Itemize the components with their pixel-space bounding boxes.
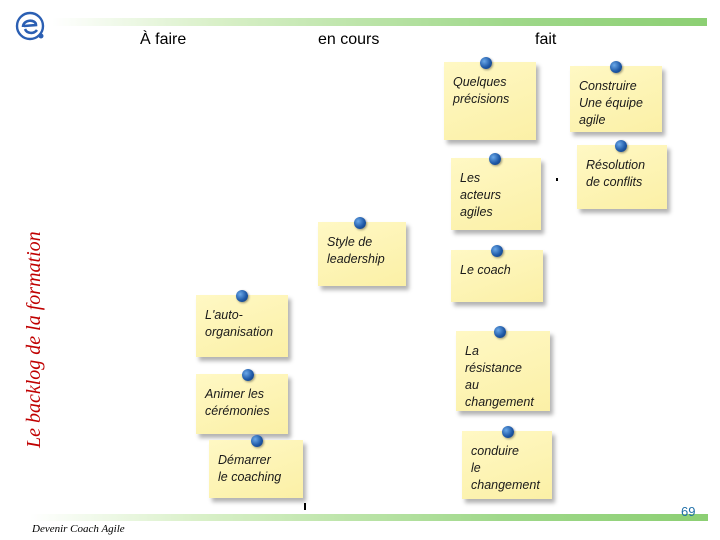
footer-text: Devenir Coach Agile: [32, 523, 125, 535]
sticky-note-resolution-conflits[interactable]: Résolution de conflits: [577, 140, 667, 209]
pushpin-icon: [251, 435, 263, 447]
column-header-todo: À faire: [140, 31, 187, 48]
note-text: Style de leadership: [327, 235, 385, 266]
pushpin-icon: [489, 153, 501, 165]
pushpin-icon: [615, 140, 627, 152]
note-text: L'auto- organisation: [205, 308, 274, 339]
top-divider-bar: [52, 18, 707, 26]
note-text: conduire le changement: [471, 444, 540, 492]
pushpin-icon: [610, 61, 622, 73]
pushpin-icon: [480, 57, 492, 69]
note-text: Le coach: [460, 263, 511, 277]
sticky-note-animer-ceremonies[interactable]: Animer les cérémonies: [196, 369, 288, 434]
pushpin-icon: [494, 326, 506, 338]
sticky-note-construire-equipe[interactable]: Construire Une équipe agile: [570, 61, 662, 132]
column-header-in-progress: en cours: [318, 31, 380, 48]
sticky-note-quelques-precisions[interactable]: Quelques précisions: [444, 57, 536, 140]
pushpin-icon: [242, 369, 254, 381]
note-text: Quelques précisions: [453, 75, 510, 106]
note-text: Construire Une équipe agile: [579, 79, 643, 127]
pushpin-icon: [236, 290, 248, 302]
pushpin-icon: [491, 245, 503, 257]
page-number: 69: [681, 504, 696, 519]
sticky-note-le-coach[interactable]: Le coach: [451, 245, 543, 302]
sticky-note-style-leadership[interactable]: Style de leadership: [318, 217, 406, 286]
sticky-note-demarrer-coaching[interactable]: Démarrer le coaching: [209, 435, 303, 498]
small-marker: [304, 503, 306, 510]
sticky-note-auto-organisation[interactable]: L'auto- organisation: [196, 290, 288, 357]
sticky-note-acteurs-agiles[interactable]: Les acteurs agiles: [451, 153, 541, 230]
note-text: Les acteurs agiles: [460, 171, 501, 219]
column-header-done: fait: [535, 31, 557, 48]
backlog-title: Le backlog de la formation: [23, 231, 45, 448]
bottom-divider-bar: [30, 514, 708, 521]
logo-icon: [15, 11, 45, 41]
sticky-note-conduire-changement[interactable]: conduire le changement: [462, 426, 552, 499]
small-marker: [556, 178, 558, 181]
note-text: La résistance au changement: [465, 344, 534, 409]
sticky-note-resistance-changement[interactable]: La résistance au changement: [456, 326, 550, 411]
note-text: Animer les cérémonies: [205, 387, 270, 418]
note-text: Résolution de conflits: [586, 158, 646, 189]
pushpin-icon: [354, 217, 366, 229]
pushpin-icon: [502, 426, 514, 438]
note-text: Démarrer le coaching: [218, 453, 282, 484]
